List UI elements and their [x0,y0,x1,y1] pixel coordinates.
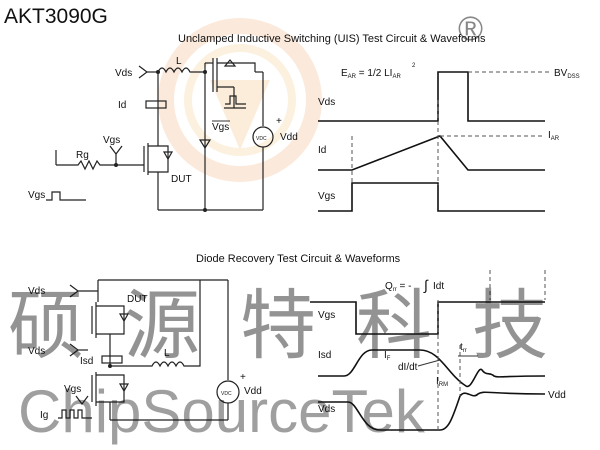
diode-wave-vds: Vds [318,404,335,415]
svg-text:EAR = 1/2 LIAR: EAR = 1/2 LIAR [341,68,401,80]
uis-iar-label: IAR [548,130,560,142]
uis-label-id: Id [118,100,126,111]
diode-qrr-formula: Qrr = - ∫ Idt [385,277,444,293]
diode-wave-vgs: Vgs [318,310,335,321]
diode-wave-isd: Isd [318,350,331,361]
uis-wave-vds: Vds [318,97,335,108]
diode-circuit: VDC [58,279,240,421]
watermark-cn-text: 硕源特科技 [8,284,588,369]
svg-text:Idt: Idt [433,281,444,292]
uis-circuit: VDC [46,58,274,212]
diode-label-vds-minus: Vds [28,346,45,357]
diode-label-isd: Isd [80,356,93,367]
svg-text:VDC: VDC [256,136,267,142]
uis-title: Unclamped Inductive Switching (UIS) Test… [178,33,486,45]
watermark-logo [158,18,322,182]
diode-if-label: IF [384,350,391,362]
uis-wave-id: Id [318,145,326,156]
uis-label-dut: DUT [171,174,192,185]
svg-text:VDC: VDC [221,391,232,397]
uis-label-l: L [176,56,182,67]
diode-waveforms [310,270,546,432]
svg-text:2: 2 [412,63,416,69]
diode-didt-label: dI/dt [398,362,418,373]
uis-label-vds: Vds [115,68,132,79]
uis-wave-vgs: Vgs [318,191,335,202]
uis-label-rg: Rg [76,150,89,161]
uis-label-vgs-source: Vgs [28,190,45,201]
diode-label-ig: Ig [40,410,48,421]
uis-label-vgs-bar: Vgs [212,122,229,133]
uis-waveforms [318,71,550,212]
svg-text:Qrr = -: Qrr = - [385,281,412,293]
watermark-registered: ® [458,10,483,48]
diode-label-vgs: Vgs [64,384,81,395]
uis-bvdss-label: BVDSS [554,68,580,80]
diode-label-l: L [164,348,170,359]
diode-label-vds-plus: Vds [28,286,45,297]
uis-label-vgs: Vgs [103,135,120,146]
diode-title: Diode Recovery Test Circuit & Waveforms [196,253,401,265]
svg-text:∫: ∫ [423,277,429,293]
diode-label-dut: DUT [127,294,148,305]
watermark-en-text: ChipSourceTek [18,378,426,445]
uis-label-plus: + [276,116,282,127]
uis-label-vdd: Vdd [280,132,298,143]
diode-irm-label: IRM [436,376,448,388]
uis-formula: EAR = 1/2 LIAR 2 [341,63,416,80]
diode-label-vdd: Vdd [244,386,262,397]
part-number: AKT3090G [4,5,108,28]
diode-trr-label: trr [460,342,467,354]
diode-vdd-label: Vdd [548,390,566,401]
diode-label-plus: + [240,372,246,383]
